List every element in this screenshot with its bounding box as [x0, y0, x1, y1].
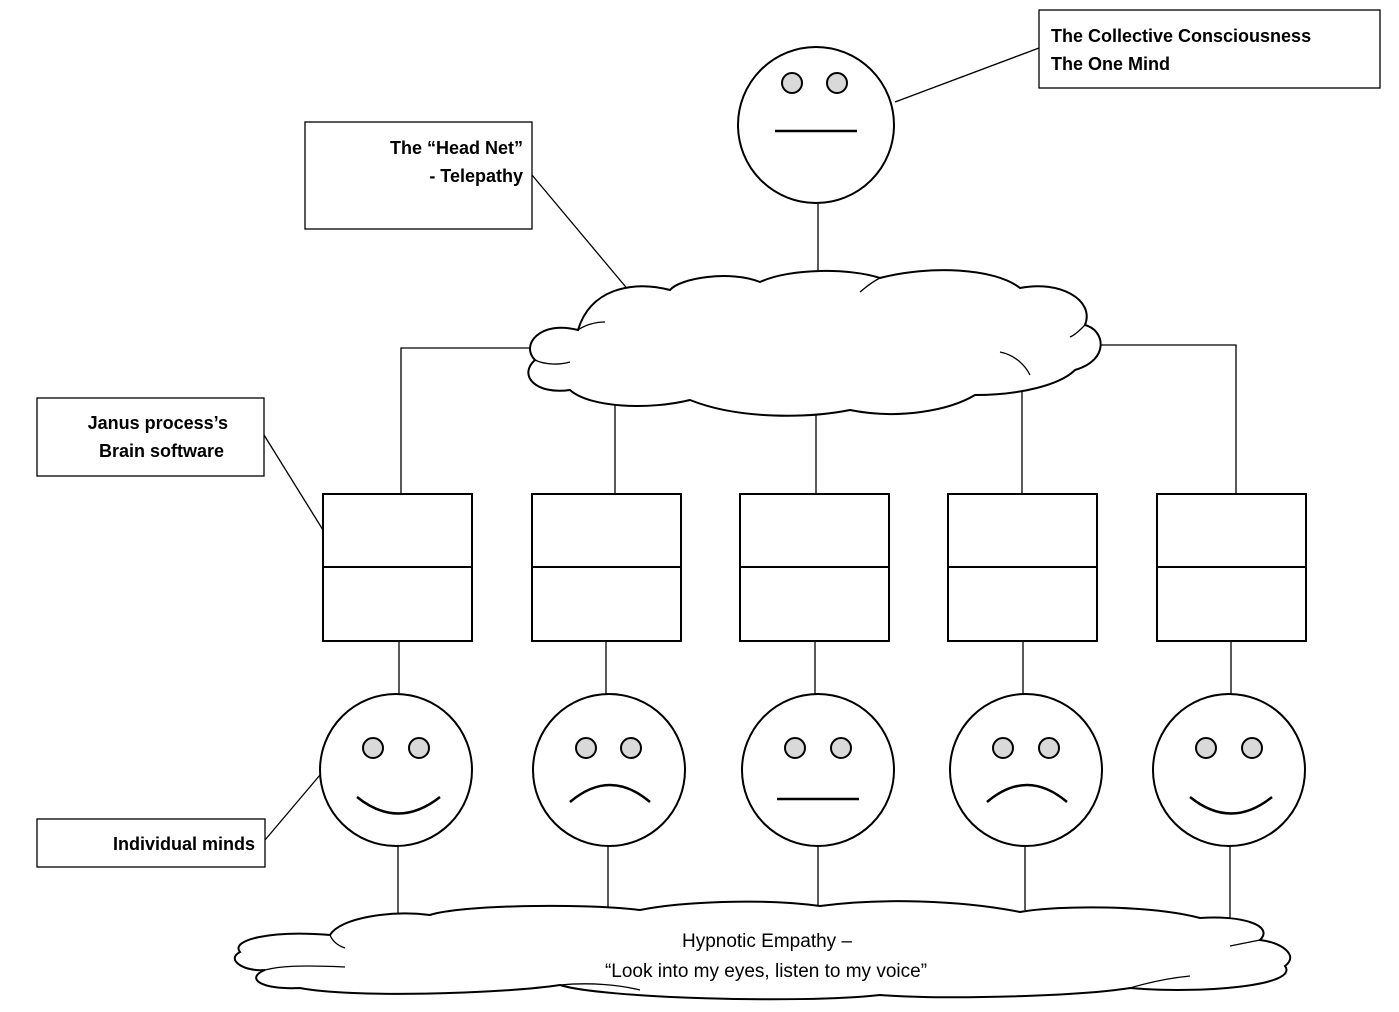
callout-line-headnet	[531, 174, 631, 293]
label-janus-line-1: Janus process’s	[88, 413, 228, 433]
brain-software-box-5	[1156, 493, 1307, 642]
empathy-cloud-inner-curve-2	[264, 965, 346, 971]
connector-cloud-to-box-1	[400, 347, 530, 494]
hypnotic-empathy-cloud	[233, 900, 1292, 1001]
face-3-head	[741, 693, 895, 847]
face-3-right-eye	[830, 737, 852, 759]
callout-line-collective	[894, 47, 1040, 103]
label-head-net-line-2: - Telepathy	[429, 166, 523, 186]
label-head-net-line-1: The “Head Net”	[390, 138, 523, 158]
connectors	[263, 47, 1237, 918]
brain-software-box-2	[531, 493, 682, 642]
face-5-smile-mouth	[1189, 796, 1273, 815]
label-head-net-box	[304, 121, 533, 230]
label-collective-line-2: The One Mind	[1051, 54, 1170, 74]
label-collective-box	[1038, 9, 1381, 89]
empathy-cloud-inner-curve-1	[329, 934, 346, 949]
collective-face-right-eye	[826, 72, 848, 94]
head-net-cloud	[527, 269, 1102, 417]
face-2-head	[532, 693, 686, 847]
face-5-right-eye	[1241, 737, 1263, 759]
label-empathy: Hypnotic Empathy – “Look into my eyes, l…	[605, 931, 927, 982]
brain-software-boxes	[322, 493, 1307, 642]
individual-face-4	[949, 693, 1103, 847]
head-net-cloud-inner-curve-5	[859, 277, 881, 293]
face-1-right-eye	[408, 737, 430, 759]
empathy-cloud-inner-curve-3	[559, 983, 641, 991]
label-empathy-line-2: “Look into my eyes, listen to my voice”	[605, 961, 927, 982]
callout-line-individual	[264, 774, 321, 841]
face-1-smile-mouth	[356, 796, 441, 815]
face-4-right-eye	[1038, 737, 1060, 759]
face-2-right-eye	[620, 737, 642, 759]
label-empathy-line-1: Hypnotic Empathy –	[682, 931, 852, 952]
individual-face-5	[1152, 693, 1306, 847]
brain-software-box-4	[947, 493, 1098, 642]
brain-software-box-1	[322, 493, 473, 642]
face-1-head	[319, 693, 473, 847]
empathy-cloud-inner-curve-4	[1229, 939, 1261, 947]
face-2-left-eye	[575, 737, 597, 759]
head-net-cloud-inner-curve-2	[534, 359, 571, 365]
face-5-head	[1152, 693, 1306, 847]
face-4-frown-mouth	[986, 783, 1068, 803]
label-collective: The Collective Consciousness The One Min…	[1038, 9, 1381, 89]
label-individual-text: Individual minds	[113, 834, 255, 854]
label-janus-box	[36, 397, 265, 477]
face-3-left-eye	[784, 737, 806, 759]
head-net-cloud-inner-curve-4	[1069, 324, 1086, 338]
collective-face-left-eye	[781, 72, 803, 94]
label-head-net: The “Head Net” - Telepathy	[304, 121, 533, 230]
callout-line-janus	[263, 434, 324, 531]
head-net-cloud-inner-curve-1	[577, 321, 606, 331]
collective-face-head	[737, 46, 895, 204]
brain-software-box-3	[739, 493, 890, 642]
empathy-cloud-inner-curve-5	[1129, 975, 1191, 989]
face-2-frown-mouth	[569, 783, 651, 803]
face-4-head	[949, 693, 1103, 847]
individual-faces	[319, 693, 1306, 847]
label-individual: Individual minds	[36, 818, 266, 868]
individual-face-1	[319, 693, 473, 847]
face-5-left-eye	[1195, 737, 1217, 759]
label-janus: Janus process’s Brain software	[36, 397, 265, 477]
individual-face-2	[532, 693, 686, 847]
individual-face-3	[741, 693, 895, 847]
face-4-left-eye	[992, 737, 1014, 759]
connector-cloud-to-box-5	[1098, 344, 1237, 494]
label-individual-box	[36, 818, 266, 868]
head-net-cloud-inner-curve-3	[999, 351, 1031, 376]
collective-face	[737, 46, 895, 204]
label-collective-line-1: The Collective Consciousness	[1051, 26, 1311, 46]
face-1-left-eye	[362, 737, 384, 759]
label-janus-line-2: Brain software	[99, 441, 224, 461]
